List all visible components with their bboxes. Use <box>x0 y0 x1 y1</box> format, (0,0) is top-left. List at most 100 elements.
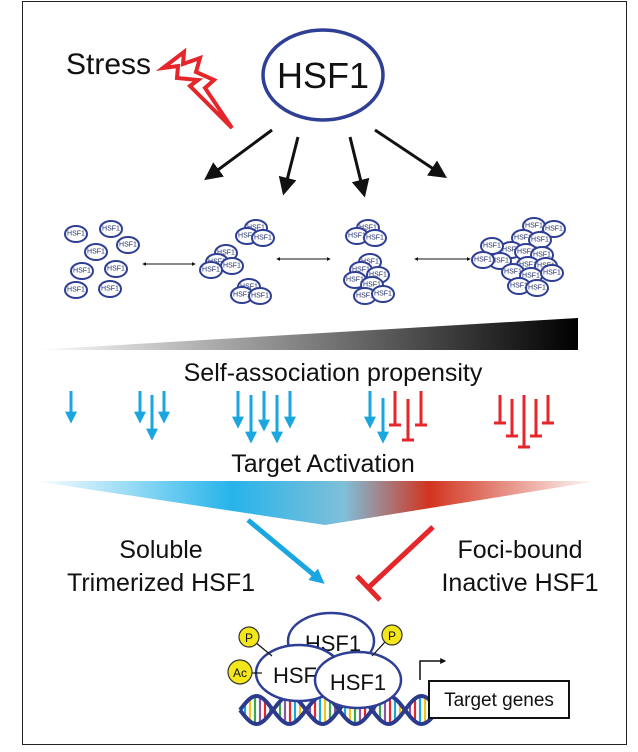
hsf1-molecule: HSF1 <box>471 251 495 269</box>
hsf1-molecule: HSF1 <box>540 264 564 282</box>
hsf1-molecule-label: HSF1 <box>533 252 551 259</box>
hsf1-molecule-label: HSF1 <box>502 247 520 254</box>
hsf1-molecule-label: HSF1 <box>356 293 374 300</box>
foci-label-line2: Inactive HSF1 <box>441 569 598 597</box>
self-association-gradient-wedge <box>34 318 578 350</box>
target-genes-box <box>428 680 570 719</box>
hsf1-molecule: HSF1 <box>542 220 566 238</box>
hsf1-molecule: HSF1 <box>64 225 88 243</box>
hsf1-molecule-label: HSF1 <box>363 282 381 289</box>
transcription-start-arrow-icon <box>419 658 447 680</box>
hsf1-molecule: HSF1 <box>70 262 94 280</box>
repression-bar <box>506 399 518 438</box>
hsf1-molecule-label: HSF1 <box>514 235 532 242</box>
hsf1-molecule-label: HSF1 <box>519 262 537 269</box>
complex-left-label: HSF <box>273 663 317 688</box>
hsf1-molecule-label: HSF1 <box>240 284 258 291</box>
hsf1-molecule-label: HSF1 <box>352 267 370 274</box>
hsf1-molecule-label: HSF1 <box>254 235 272 242</box>
arrow-to-state-2 <box>278 136 300 196</box>
hsf1-molecule-label: HSF1 <box>522 273 540 280</box>
repression-bar <box>494 395 506 425</box>
target-genes-label: Target genes <box>444 690 554 711</box>
hsf1-molecule-label: HSF1 <box>119 242 137 249</box>
hsf1-molecule-label: HSF1 <box>251 293 269 300</box>
hsf1-molecule: HSF1 <box>371 285 395 303</box>
stress-label: Stress <box>66 48 151 81</box>
complex-right-label: HSF1 <box>330 670 386 695</box>
hsf1-molecule-label: HSF1 <box>73 268 91 275</box>
hsf1-molecule-label: HSF1 <box>528 285 546 292</box>
hsf1-molecule-label: HSF1 <box>101 286 119 293</box>
hsf1-molecule-label: HSF1 <box>348 233 366 240</box>
hsf1-molecule: HSF1 <box>525 279 549 297</box>
hsf1-main-ellipse <box>261 28 385 122</box>
hsf1-molecule-label: HSF1 <box>202 267 220 274</box>
hsf1-molecule: HSF1 <box>480 237 504 255</box>
hsf1-molecule: HSF1 <box>104 260 128 278</box>
hsf1-molecule-label: HSF1 <box>102 226 120 233</box>
hsf1-molecule: HSF1 <box>99 220 123 238</box>
hsf1-molecule: HSF1 <box>363 229 387 247</box>
hsf1-molecule-label: HSF1 <box>474 257 492 264</box>
hsf1-molecule-label: HSF1 <box>366 235 384 242</box>
arrow-to-state-4 <box>374 128 447 178</box>
phospho-label-left: P <box>245 631 253 645</box>
lightning-bolt-icon <box>155 47 234 130</box>
figure-frame <box>22 1 627 745</box>
acetyl-badge <box>227 659 253 685</box>
hsf1-molecule-label: HSF1 <box>361 259 379 266</box>
hsf1-molecule-label: HSF1 <box>223 263 241 270</box>
hsf1-molecule: HSF1 <box>345 227 369 245</box>
hsf1-molecule-label: HSF1 <box>483 243 501 250</box>
phospho-badge-left <box>238 626 260 648</box>
hsf1-molecule-label: HSF1 <box>87 249 105 256</box>
repression-bar <box>542 395 554 425</box>
hsf1-molecule: HSF1 <box>220 257 244 275</box>
hsf1-molecule: HSF1 <box>84 243 108 261</box>
hsf1-molecule-label: HSF1 <box>346 277 364 284</box>
hsf1-molecule-label: HSF1 <box>217 250 235 257</box>
foci-label-line1: Foci-bound <box>457 536 582 564</box>
hsf1-molecule-label: HSF1 <box>233 292 251 299</box>
hsf1-molecule-label: HSF1 <box>369 272 387 279</box>
repression-bar <box>415 391 427 427</box>
foci-repression-symbol <box>355 525 435 602</box>
hsf1-molecule: HSF1 <box>248 287 272 305</box>
hsf1-molecule-label: HSF1 <box>359 225 377 232</box>
soluble-activation-arrow <box>246 518 325 584</box>
hsf1-molecule-label: HSF1 <box>545 226 563 233</box>
target-activation-label: Target Activation <box>231 450 414 478</box>
phospho-label-right: P <box>388 629 396 643</box>
self-association-label: Self-association propensity <box>184 359 483 387</box>
arrow-to-state-1 <box>204 128 273 181</box>
hsf1-molecule-label: HSF1 <box>543 270 561 277</box>
hsf1-molecule-label: HSF1 <box>238 233 256 240</box>
repression-bar <box>389 391 401 427</box>
hsf1-main-label: HSF1 <box>277 55 369 96</box>
repression-bar <box>518 395 530 449</box>
hsf1-molecule-label: HSF1 <box>67 231 85 238</box>
hsf1-molecule-label: HSF1 <box>510 283 528 290</box>
hsf1-molecule: HSF1 <box>98 280 122 298</box>
dna-helix <box>238 694 434 726</box>
hsf1-molecule-label: HSF1 <box>504 269 522 276</box>
hsf1-molecule-label: HSF1 <box>67 287 85 294</box>
repression-bar <box>530 399 542 438</box>
acetyl-label: Ac <box>233 666 247 680</box>
hsf1-molecule-label: HSF1 <box>247 225 265 232</box>
soluble-label-line2: Trimerized HSF1 <box>67 569 255 597</box>
hsf1-molecule: HSF1 <box>251 229 275 247</box>
hsf1-molecule: HSF1 <box>116 236 140 254</box>
repression-bar <box>402 399 414 442</box>
hsf1-molecule-label: HSF1 <box>531 237 549 244</box>
hsf1-complex-right <box>313 650 403 710</box>
arrow-to-state-3 <box>348 136 370 198</box>
phospho-badge-right <box>381 624 403 646</box>
hsf1-molecule-label: HSF1 <box>517 249 535 256</box>
target-activation-gradient-wedge <box>34 481 598 525</box>
hsf1-molecule-label: HSF1 <box>525 223 543 230</box>
hsf1-molecule-label: HSF1 <box>208 259 226 266</box>
